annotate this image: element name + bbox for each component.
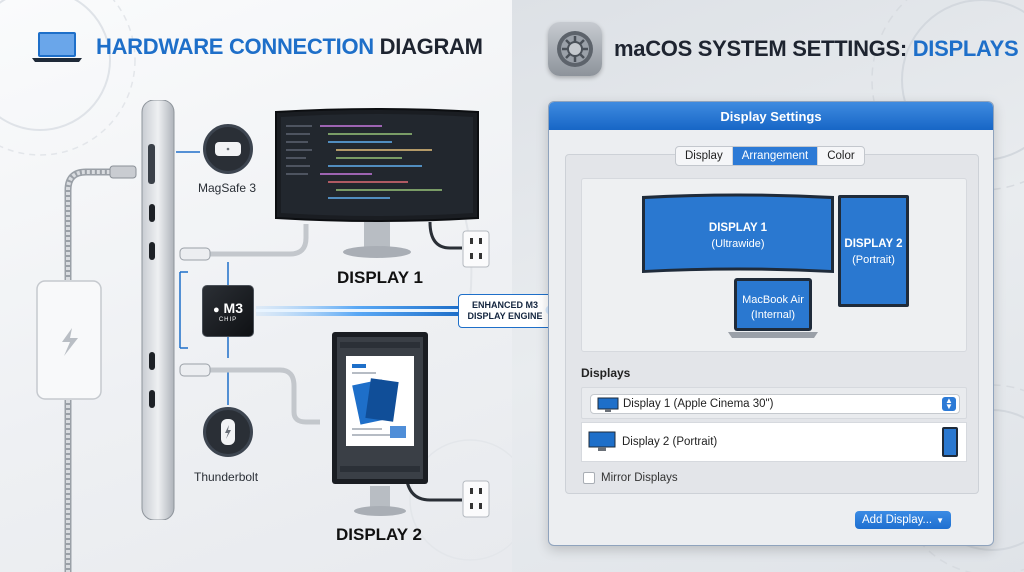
arranged-display-2[interactable] bbox=[838, 195, 909, 307]
settings-tabs: Display Arrangement Color bbox=[675, 146, 865, 166]
macbook-side-view bbox=[140, 99, 176, 521]
arranged-macbook-label: MacBook Air (Internal) bbox=[734, 293, 812, 323]
arranged-display-1[interactable] bbox=[640, 193, 836, 277]
arranged-macbook-name: MacBook Air bbox=[742, 294, 804, 306]
magsafe-connector-icon bbox=[215, 142, 241, 156]
add-display-button[interactable]: Add Display... ▼ bbox=[855, 511, 951, 529]
apple-logo-icon: ● bbox=[213, 303, 220, 316]
diagram-header: HARDWARE CONNECTION DIAGRAM bbox=[30, 30, 483, 64]
display-engine-box: ENHANCED M3 DISPLAY ENGINE bbox=[458, 294, 552, 328]
arranged-display-2-sub: (Portrait) bbox=[852, 253, 895, 266]
mirror-displays-checkbox[interactable] bbox=[583, 472, 595, 484]
magsafe-callout bbox=[203, 124, 253, 174]
usb-c-port-2 bbox=[149, 242, 155, 260]
monitor-icon bbox=[597, 397, 619, 412]
tab-arrangement[interactable]: Arrangement bbox=[732, 147, 819, 165]
magsafe-label: MagSafe 3 bbox=[198, 181, 257, 195]
laptop-icon bbox=[32, 32, 82, 62]
usb-c-port-3 bbox=[149, 352, 155, 370]
engine-line-2: DISPLAY ENGINE bbox=[467, 311, 543, 321]
chevron-updown-icon: ▲▼ bbox=[942, 397, 956, 411]
engine-line-1: ENHANCED M3 bbox=[471, 299, 538, 310]
arranged-display-2-label: DISPLAY 2 (Portrait) bbox=[838, 237, 909, 267]
diagram-title-secondary: DIAGRAM bbox=[379, 34, 483, 59]
display-2-row-label: Display 2 (Portrait) bbox=[622, 436, 718, 448]
left-panel-background bbox=[0, 0, 512, 572]
chip-name: M3 bbox=[223, 299, 243, 316]
arranged-display-1-sub: (Ultrawide) bbox=[711, 237, 765, 250]
mirror-displays-label: Mirror Displays bbox=[601, 472, 678, 484]
thunderbolt-label: Thunderbolt bbox=[194, 470, 259, 484]
arranged-display-2-name: DISPLAY 2 bbox=[844, 238, 903, 250]
diagram-title-primary: HARDWARE CONNECTION bbox=[96, 34, 374, 59]
thunderbolt-callout bbox=[203, 407, 253, 457]
settings-header: maCOS SYSTEM SETTINGS: DISPLAYS bbox=[548, 22, 1019, 76]
chevron-down-icon: ▼ bbox=[936, 515, 945, 525]
thunderbolt-connector-icon bbox=[221, 419, 235, 445]
tab-color[interactable]: Color bbox=[827, 150, 855, 162]
dropdown-selected-value: Display 1 (Apple Cinema 30") bbox=[623, 398, 774, 410]
settings-title-secondary: DISPLAYS bbox=[912, 36, 1019, 61]
arranged-display-1-label: DISPLAY 1 (Ultrawide) bbox=[640, 221, 836, 251]
add-display-label: Add Display... bbox=[861, 514, 933, 526]
usb-c-port-1 bbox=[149, 204, 155, 222]
window-title: Display Settings bbox=[549, 102, 993, 130]
usb-c-port-4 bbox=[149, 390, 155, 408]
display-2-label: DISPLAY 2 bbox=[336, 525, 422, 544]
displays-section-label: Displays bbox=[581, 366, 631, 380]
display-dropdown-row: Display 1 (Apple Cinema 30") ▲▼ bbox=[581, 387, 967, 419]
gear-icon bbox=[557, 31, 593, 67]
display-dropdown[interactable]: Display 1 (Apple Cinema 30") ▲▼ bbox=[590, 394, 960, 414]
magsafe-port bbox=[148, 144, 155, 184]
arranged-macbook-sub: (Internal) bbox=[750, 308, 796, 321]
display-settings-window: Display Settings Display Arrangement Col… bbox=[548, 101, 994, 546]
tab-display[interactable]: Display bbox=[676, 147, 733, 165]
settings-title-primary: maCOS SYSTEM SETTINGS: bbox=[614, 36, 907, 61]
display-1-label: DISPLAY 1 bbox=[337, 268, 423, 287]
system-settings-icon bbox=[548, 22, 602, 76]
mirror-displays-option[interactable]: Mirror Displays bbox=[583, 472, 678, 484]
arranged-macbook[interactable] bbox=[728, 277, 818, 339]
arrangement-canvas: DISPLAY 1 (Ultrawide) DISPLAY 2 (Portrai… bbox=[581, 178, 967, 352]
monitor-icon bbox=[588, 431, 616, 451]
display-2-list-row[interactable]: Display 2 (Portrait) bbox=[581, 422, 967, 462]
portrait-display-icon bbox=[942, 427, 958, 457]
m3-chip: ● M3 CHIP bbox=[202, 285, 254, 337]
chip-sub-label: CHIP bbox=[218, 316, 238, 323]
arranged-display-1-name: DISPLAY 1 bbox=[708, 222, 768, 234]
